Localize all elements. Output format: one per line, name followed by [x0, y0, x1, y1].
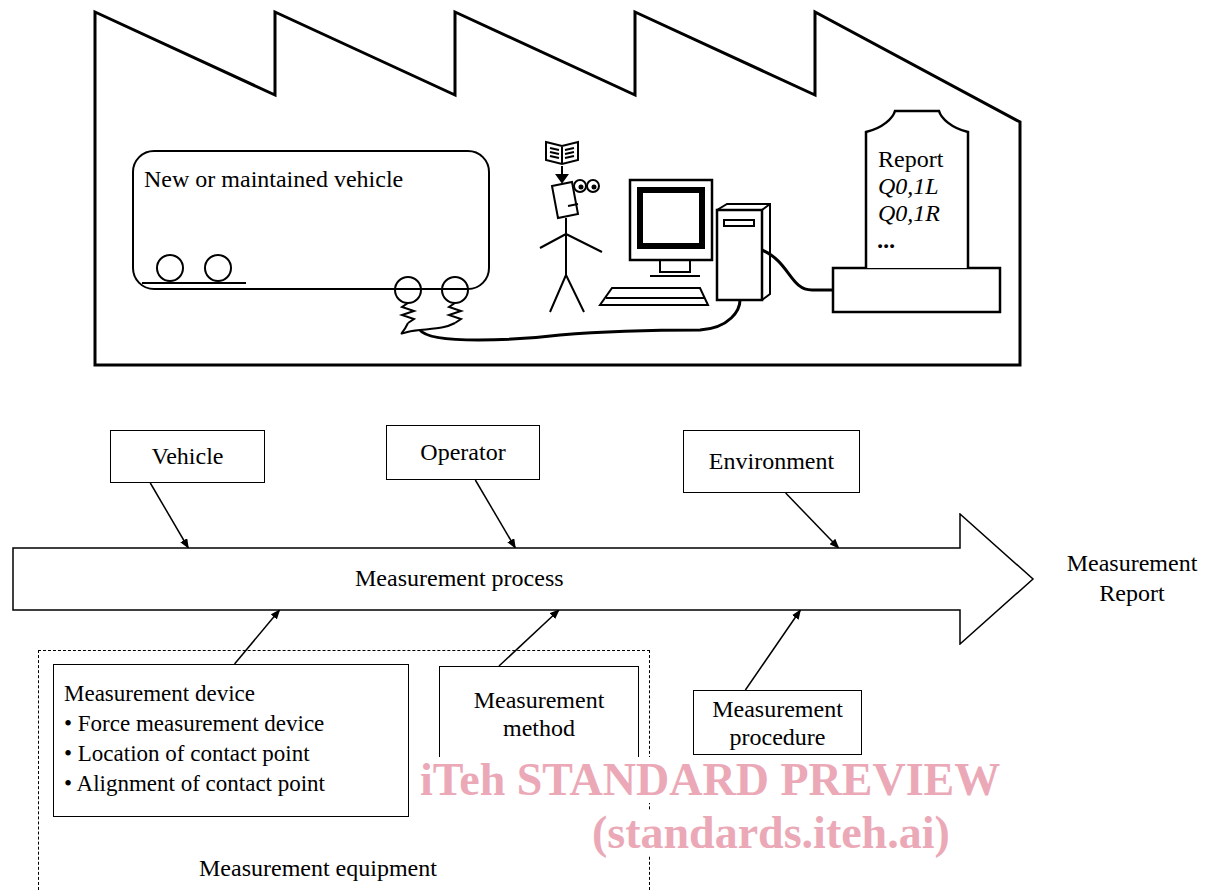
node-text: • Force measurement device — [64, 709, 398, 739]
printer-base — [833, 268, 1000, 312]
watermark: iTeh STANDARD PREVIEW — [420, 757, 1000, 803]
factory-outline — [95, 12, 1020, 365]
node-text: Report — [878, 146, 963, 173]
process-input-box: Operator — [386, 425, 540, 480]
process-input-box: Environment — [683, 430, 860, 493]
wheel — [157, 255, 183, 281]
node-text: Environment — [709, 448, 834, 475]
procedure-box: Measurement procedure — [693, 690, 862, 755]
input-arrow — [499, 610, 559, 666]
node-text: Measurement equipment — [199, 855, 437, 882]
spring — [449, 303, 461, 323]
node-text: Measurement device — [64, 679, 398, 709]
rail — [142, 282, 246, 284]
node-text: Operator — [420, 439, 505, 466]
drive-slot — [724, 220, 754, 226]
input-arrow — [745, 610, 800, 690]
keyboard — [600, 288, 708, 305]
wheel — [395, 277, 421, 303]
watermark: (standards.iteh.ai) — [592, 810, 950, 856]
process-arrow-band: Measurement process — [12, 513, 1035, 645]
input-arrow — [150, 483, 188, 548]
input-arrow — [786, 493, 839, 548]
wheel — [205, 255, 231, 281]
wheel — [442, 277, 468, 303]
node-text: Q0,1L — [878, 173, 963, 200]
monitor — [630, 180, 712, 260]
input-arrow — [235, 610, 280, 664]
eye — [593, 186, 596, 189]
node-text: New or maintained vehicle — [144, 166, 478, 193]
node-text: Measurement method — [446, 686, 632, 742]
glasses — [574, 180, 586, 192]
node-text: Measurement procedure — [702, 695, 853, 751]
operator-body — [540, 218, 602, 312]
node-text: Q0,1R — [878, 200, 963, 227]
input-arrow — [475, 480, 515, 548]
node-text: Measurement process — [355, 563, 564, 593]
monitor-screen — [638, 188, 704, 248]
monitor-inner — [642, 192, 700, 244]
computer-tower — [717, 210, 762, 300]
report-document: ReportQ0,1LQ0,1R... — [865, 110, 969, 268]
read-arrowhead — [557, 175, 567, 182]
node-text: • Location of contact point — [64, 739, 398, 769]
book-icon — [546, 142, 578, 164]
eye — [580, 186, 583, 189]
glasses — [587, 180, 599, 192]
process-input-box: Vehicle — [110, 430, 265, 483]
output-label: Measurement Report — [1036, 548, 1228, 608]
tower-side — [717, 204, 770, 300]
method-box: Measurement method — [439, 666, 639, 761]
monitor-stand — [650, 260, 700, 276]
mouth — [568, 204, 578, 206]
node-text: Vehicle — [152, 443, 224, 470]
node-text: ... — [878, 227, 963, 254]
vehicle-shape: New or maintained vehicle — [132, 150, 490, 290]
node-text: • Alignment of contact point — [64, 769, 398, 799]
spring — [402, 303, 414, 323]
cable — [762, 250, 833, 290]
device-box: Measurement device• Force measurement de… — [53, 664, 409, 817]
cable — [401, 323, 455, 334]
